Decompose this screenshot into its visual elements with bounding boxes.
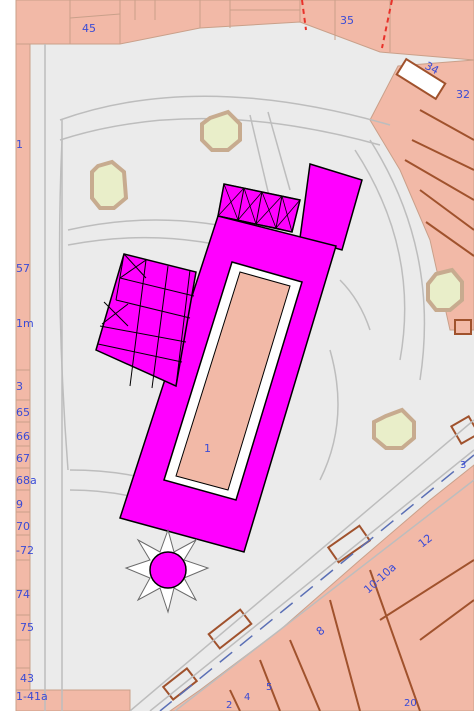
tree-icon	[372, 407, 416, 450]
parcel-label-32: 32	[456, 88, 470, 101]
edge-labels: 1 57 1m 3 65 66 67 68a 9 70 -72 74 75 43…	[16, 138, 48, 703]
road-lines	[44, 44, 474, 711]
edge-label-57: 57	[16, 262, 30, 275]
parcel-label-34: 34	[423, 59, 441, 77]
dashed-road-centerline	[159, 454, 474, 711]
parcel-label-3: 3	[460, 460, 466, 471]
parcel-label-2: 2	[226, 700, 232, 711]
edge-label-70: 70	[16, 520, 30, 533]
edge-label-75: 75	[20, 621, 34, 634]
tree-markers	[90, 109, 464, 450]
parcel-label-1: 1	[204, 442, 211, 455]
tree-icon	[426, 267, 464, 312]
left-edge-parcels	[15, 43, 31, 691]
right-upper-parcels	[369, 57, 474, 335]
circle-marker-icon	[149, 551, 187, 589]
parcel-label-20: 20	[404, 698, 417, 709]
edge-label-68a: 68a	[16, 474, 37, 487]
edge-label-1m: 1m	[16, 317, 34, 330]
parcel-label-5: 5	[266, 682, 272, 693]
top-parcel-block	[15, 0, 474, 61]
edge-label-66: 66	[16, 430, 30, 443]
edge-label-3: 3	[16, 380, 23, 393]
edge-label-41a: 1-41a	[16, 690, 48, 703]
highlighted-building[interactable]	[95, 163, 363, 614]
left-margin	[0, 0, 16, 711]
edge-label-72: -72	[16, 544, 34, 557]
tree-icon	[90, 159, 129, 210]
parcel-label-4: 4	[244, 692, 250, 703]
parcel-label-35: 35	[340, 14, 354, 27]
edge-label-1: 1	[16, 138, 23, 151]
parcel-label-45: 45	[82, 22, 96, 35]
edge-label-9: 9	[16, 498, 23, 511]
edge-label-65: 65	[16, 406, 30, 419]
edge-label-67: 67	[16, 452, 30, 465]
edge-label-43: 43	[20, 672, 34, 685]
edge-label-74: 74	[16, 588, 30, 601]
tree-icon	[200, 109, 242, 152]
